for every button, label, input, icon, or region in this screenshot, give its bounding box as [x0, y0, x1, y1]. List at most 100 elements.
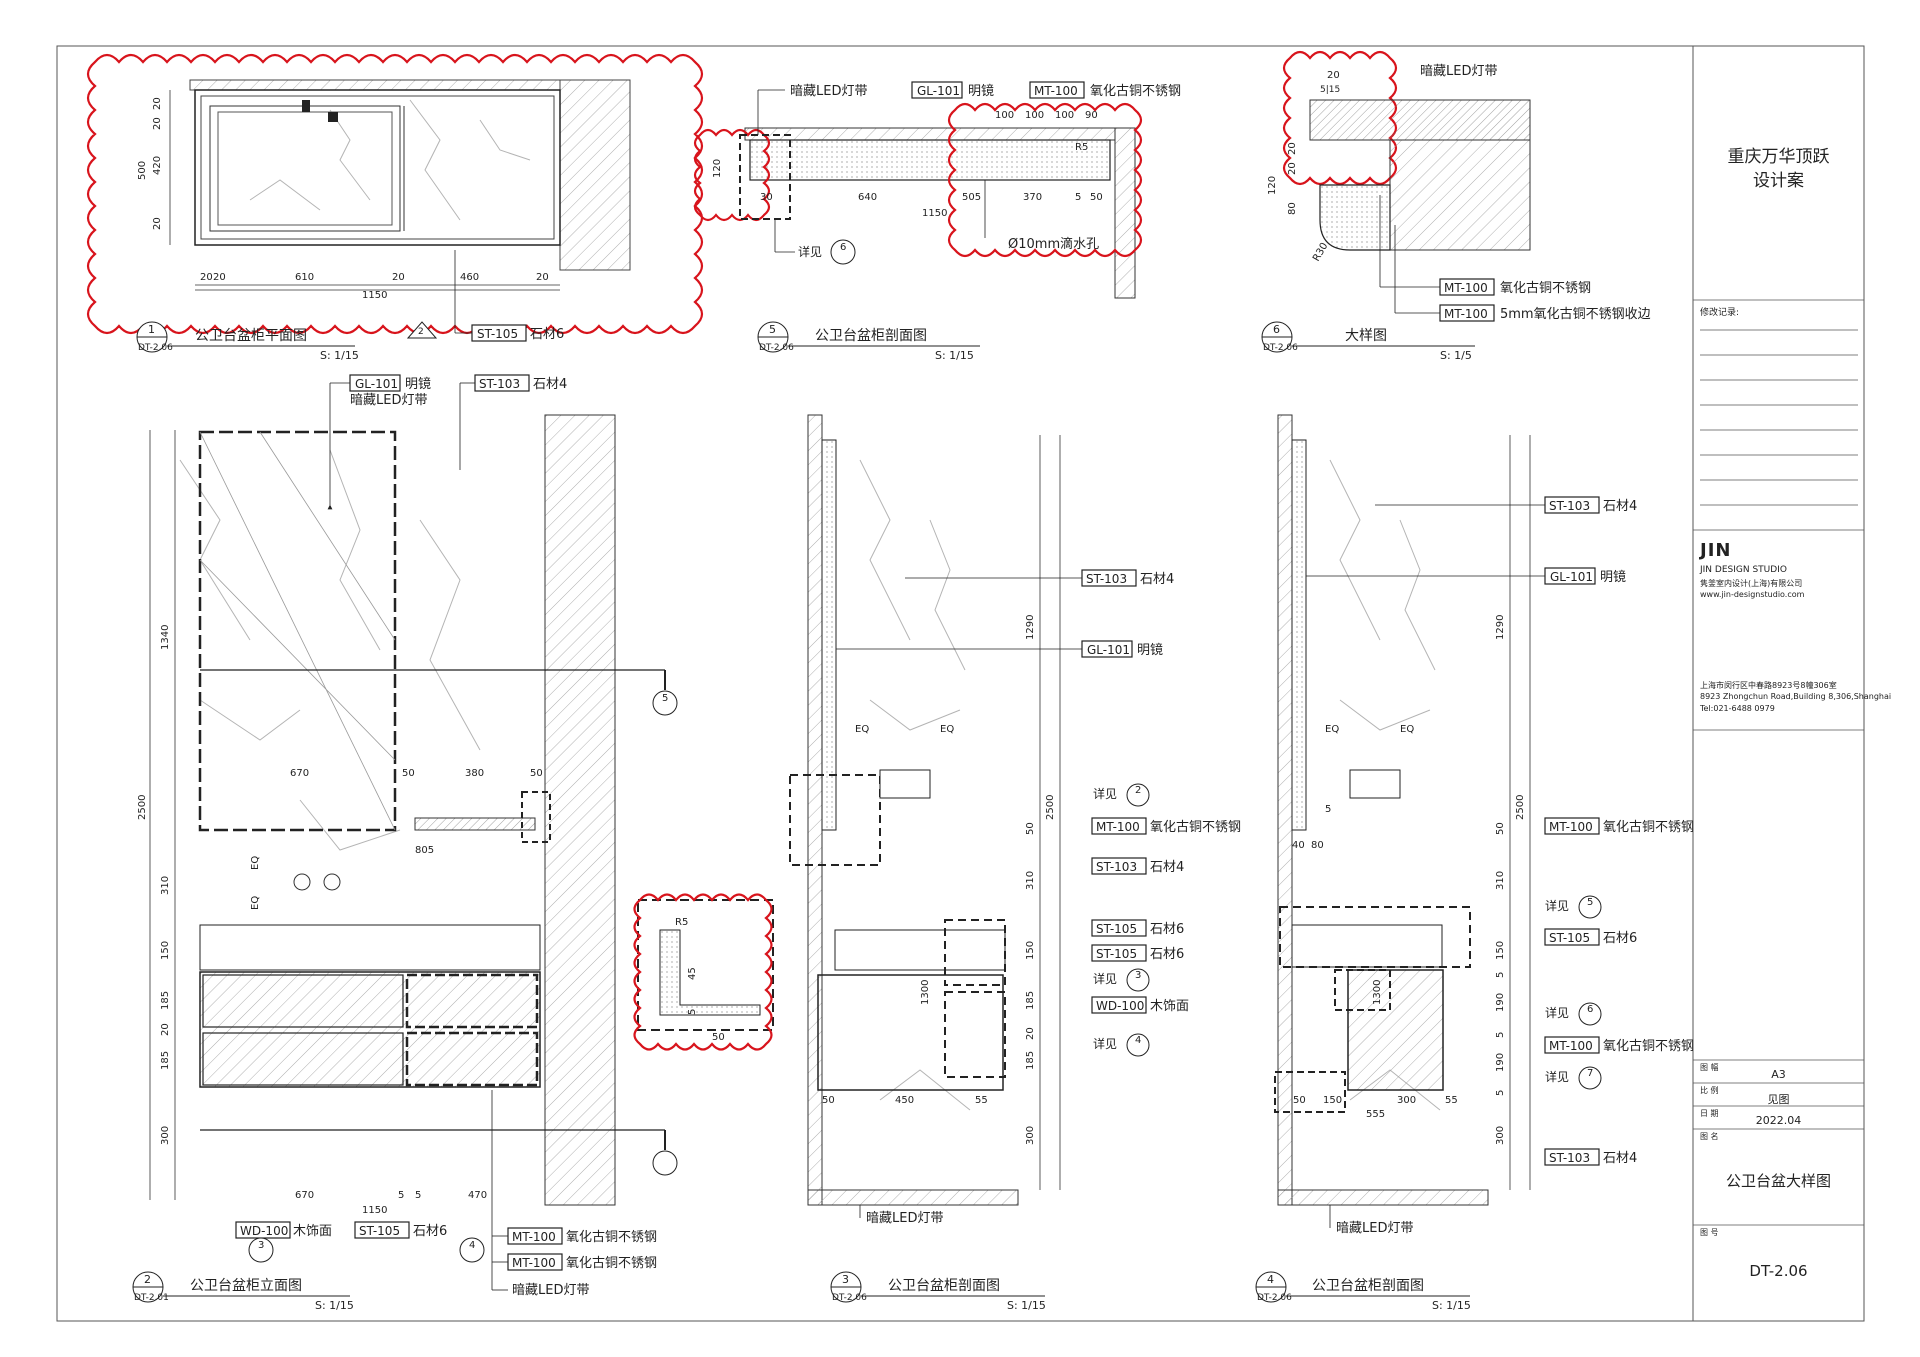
tag-st105-v4-code: ST-105 [1549, 931, 1590, 945]
view-title-1: 1 DT-2.06 公卫台盆柜平面图 S: 1/15 [136, 321, 359, 362]
tag-gl101-v3-text: 明镜 [1137, 643, 1163, 658]
v4-dim-r5: 5 [1495, 972, 1506, 978]
studio-name: JIN DESIGN STUDIO [1700, 565, 1787, 575]
v6-dim-s1: 20 [1287, 142, 1298, 155]
view-1-plan: 20 20 610 20 460 20 1150 20 20 420 20 50… [86, 53, 704, 342]
studio-logo: JIN [1700, 540, 1732, 561]
tag-st105-v3b-text: 石材6 [1150, 947, 1184, 962]
tag-mt100-v5-code: MT-100 [1034, 84, 1078, 98]
tag-st103-v4a-text: 石材4 [1603, 499, 1637, 514]
studio-web: www.jin-designstudio.com [1700, 590, 1805, 599]
view-4-section: EQ EQ 1290 50 310 150 5 190 5 190 5 300 … [1274, 414, 1694, 1236]
name-label: 图 名 [1700, 1132, 1719, 1141]
tag-mt100-v6b-text: 5mm氧化古铜不锈钢收边 [1500, 307, 1651, 322]
v4-dim-s3: 80 [1311, 840, 1324, 851]
view-4-scale: S: 1/15 [1432, 1299, 1471, 1312]
view-2-ref: DT-2.01 [134, 1293, 169, 1303]
v2-led-bottom: 暗藏LED灯带 [512, 1283, 589, 1298]
v5-slab [744, 127, 1116, 141]
v5-see-note: 详见 [798, 244, 822, 259]
v3-dim-r1: 1290 [1025, 615, 1036, 640]
tag-mt100-v5-text: 氧化古铜不锈钢 [1090, 84, 1181, 99]
v3-mirror [821, 439, 837, 831]
tag-mt100-v4b [1544, 1036, 1600, 1054]
v2-dim-b4: 470 [468, 1190, 487, 1201]
view-6-detail: 暗藏LED灯带 20 5|15 20 20 80 120 R30 MT-100 … [1267, 50, 1651, 322]
tag-st105-v4 [1544, 928, 1600, 946]
v4-detail-box-5 [1279, 906, 1471, 968]
view-5-title: 公卫台盆柜剖面图 [815, 328, 927, 344]
v3-eq-2: EQ [940, 724, 954, 735]
v4-bubble5-num: 5 [1587, 897, 1593, 908]
view-3-ref: DT-2.06 [832, 1293, 867, 1303]
v3-dim-r7: 185 [1025, 1051, 1036, 1070]
date-label: 日 期 [1700, 1109, 1719, 1118]
tag-st105-v3b-code: ST-105 [1096, 947, 1137, 961]
v5-see-bubble [830, 239, 856, 265]
v3-bubble2-num: 2 [1135, 785, 1141, 796]
v3-dim-b1: 50 [822, 1095, 835, 1106]
v2-bubble3-num: 3 [258, 1240, 264, 1251]
sheet-border [56, 45, 1865, 1322]
plan-dim-d: 20 [392, 272, 405, 283]
view-2-elevation: 1340 310 150 185 20 185 300 2500 EQ EQ 6… [137, 374, 774, 1298]
v3-see-2: 详见 [1093, 786, 1117, 801]
v2-drawer-2 [202, 1032, 404, 1086]
v5-dim-m1: 30 [760, 192, 773, 203]
v2-faucet-left [293, 873, 311, 891]
v2-bubble4-num: 4 [469, 1240, 475, 1251]
v2-dim-l7: 300 [160, 1126, 171, 1145]
studio-tel: Tel:021-6488 0979 [1700, 704, 1775, 713]
v2-det-r5: R5 [675, 917, 688, 928]
tag-st105-v3a-text: 石材6 [1150, 922, 1184, 937]
v5-dim-m5: 5 [1075, 192, 1081, 203]
v6-led-note: 暗藏LED灯带 [1420, 64, 1497, 79]
v2-detail-box-a [521, 791, 551, 843]
v2-shelf [414, 817, 536, 831]
v2-dim-l5: 20 [160, 1023, 171, 1036]
tag-mt100-v6a-code: MT-100 [1444, 281, 1488, 295]
v3-dim-b3: 55 [975, 1095, 988, 1106]
v3-dim-r2: 50 [1025, 822, 1036, 835]
revision-label: 修改记录: [1700, 308, 1740, 318]
view-2-num: 2 [144, 1273, 151, 1286]
tag-mt100-v2a-text: 氧化古铜不锈钢 [566, 1230, 657, 1245]
plan-marble-veins [249, 99, 531, 221]
v4-dim-r2: 50 [1495, 822, 1506, 835]
v3-marble-veins [859, 459, 971, 1111]
project-name: 重庆万华顶跃 设计案 [1693, 145, 1864, 193]
v4-bubble-6 [1578, 1002, 1602, 1026]
v4-dim-r3: 310 [1495, 871, 1506, 890]
v4-see-5: 详见 [1545, 898, 1569, 913]
v5-dim-total: 1150 [922, 208, 947, 219]
tag-st103-v4b-text: 石材4 [1603, 1151, 1637, 1166]
v2-cabinet [199, 971, 541, 1088]
v5-dim-t3: 100 [1055, 110, 1074, 121]
plan-dim-a: 20 [200, 272, 213, 283]
tag-st105-plan-text: 石材6 [530, 327, 564, 342]
v2-mirror [198, 430, 397, 832]
v4-bubble7-num: 7 [1587, 1068, 1593, 1079]
v3-bubble-2 [1126, 783, 1150, 807]
v4-dim-r9: 5 [1495, 1090, 1506, 1096]
view-3-num: 3 [842, 1273, 849, 1286]
v2-dim-b3: 5 [415, 1190, 421, 1201]
tag-st103-v3a-code: ST-103 [1086, 572, 1127, 586]
v5-see-num: 6 [840, 242, 846, 253]
v2-dim-l2: 310 [160, 876, 171, 895]
v2-led-note: 暗藏LED灯带 [350, 393, 427, 408]
view-1-ref: DT-2.06 [138, 343, 173, 353]
v3-dim-1300: 1300 [920, 980, 931, 1005]
tag-st105-plan [471, 324, 527, 342]
plan-faucet [302, 100, 310, 112]
v2-marble-veins [179, 449, 481, 851]
v3-countertop [834, 929, 1006, 971]
v2-dim-m2: 50 [402, 768, 415, 779]
address-en: 8923 Zhongchun Road,Building 8,306,Shang… [1700, 692, 1892, 701]
v3-cabinet [817, 974, 1004, 1091]
tag-mt100-v3-text: 氧化古铜不锈钢 [1150, 820, 1241, 835]
v4-dim-s1: 5 [1325, 804, 1331, 815]
tag-st105-v4-text: 石材6 [1603, 931, 1637, 946]
plan-dim-side-2: 20 [152, 117, 163, 130]
